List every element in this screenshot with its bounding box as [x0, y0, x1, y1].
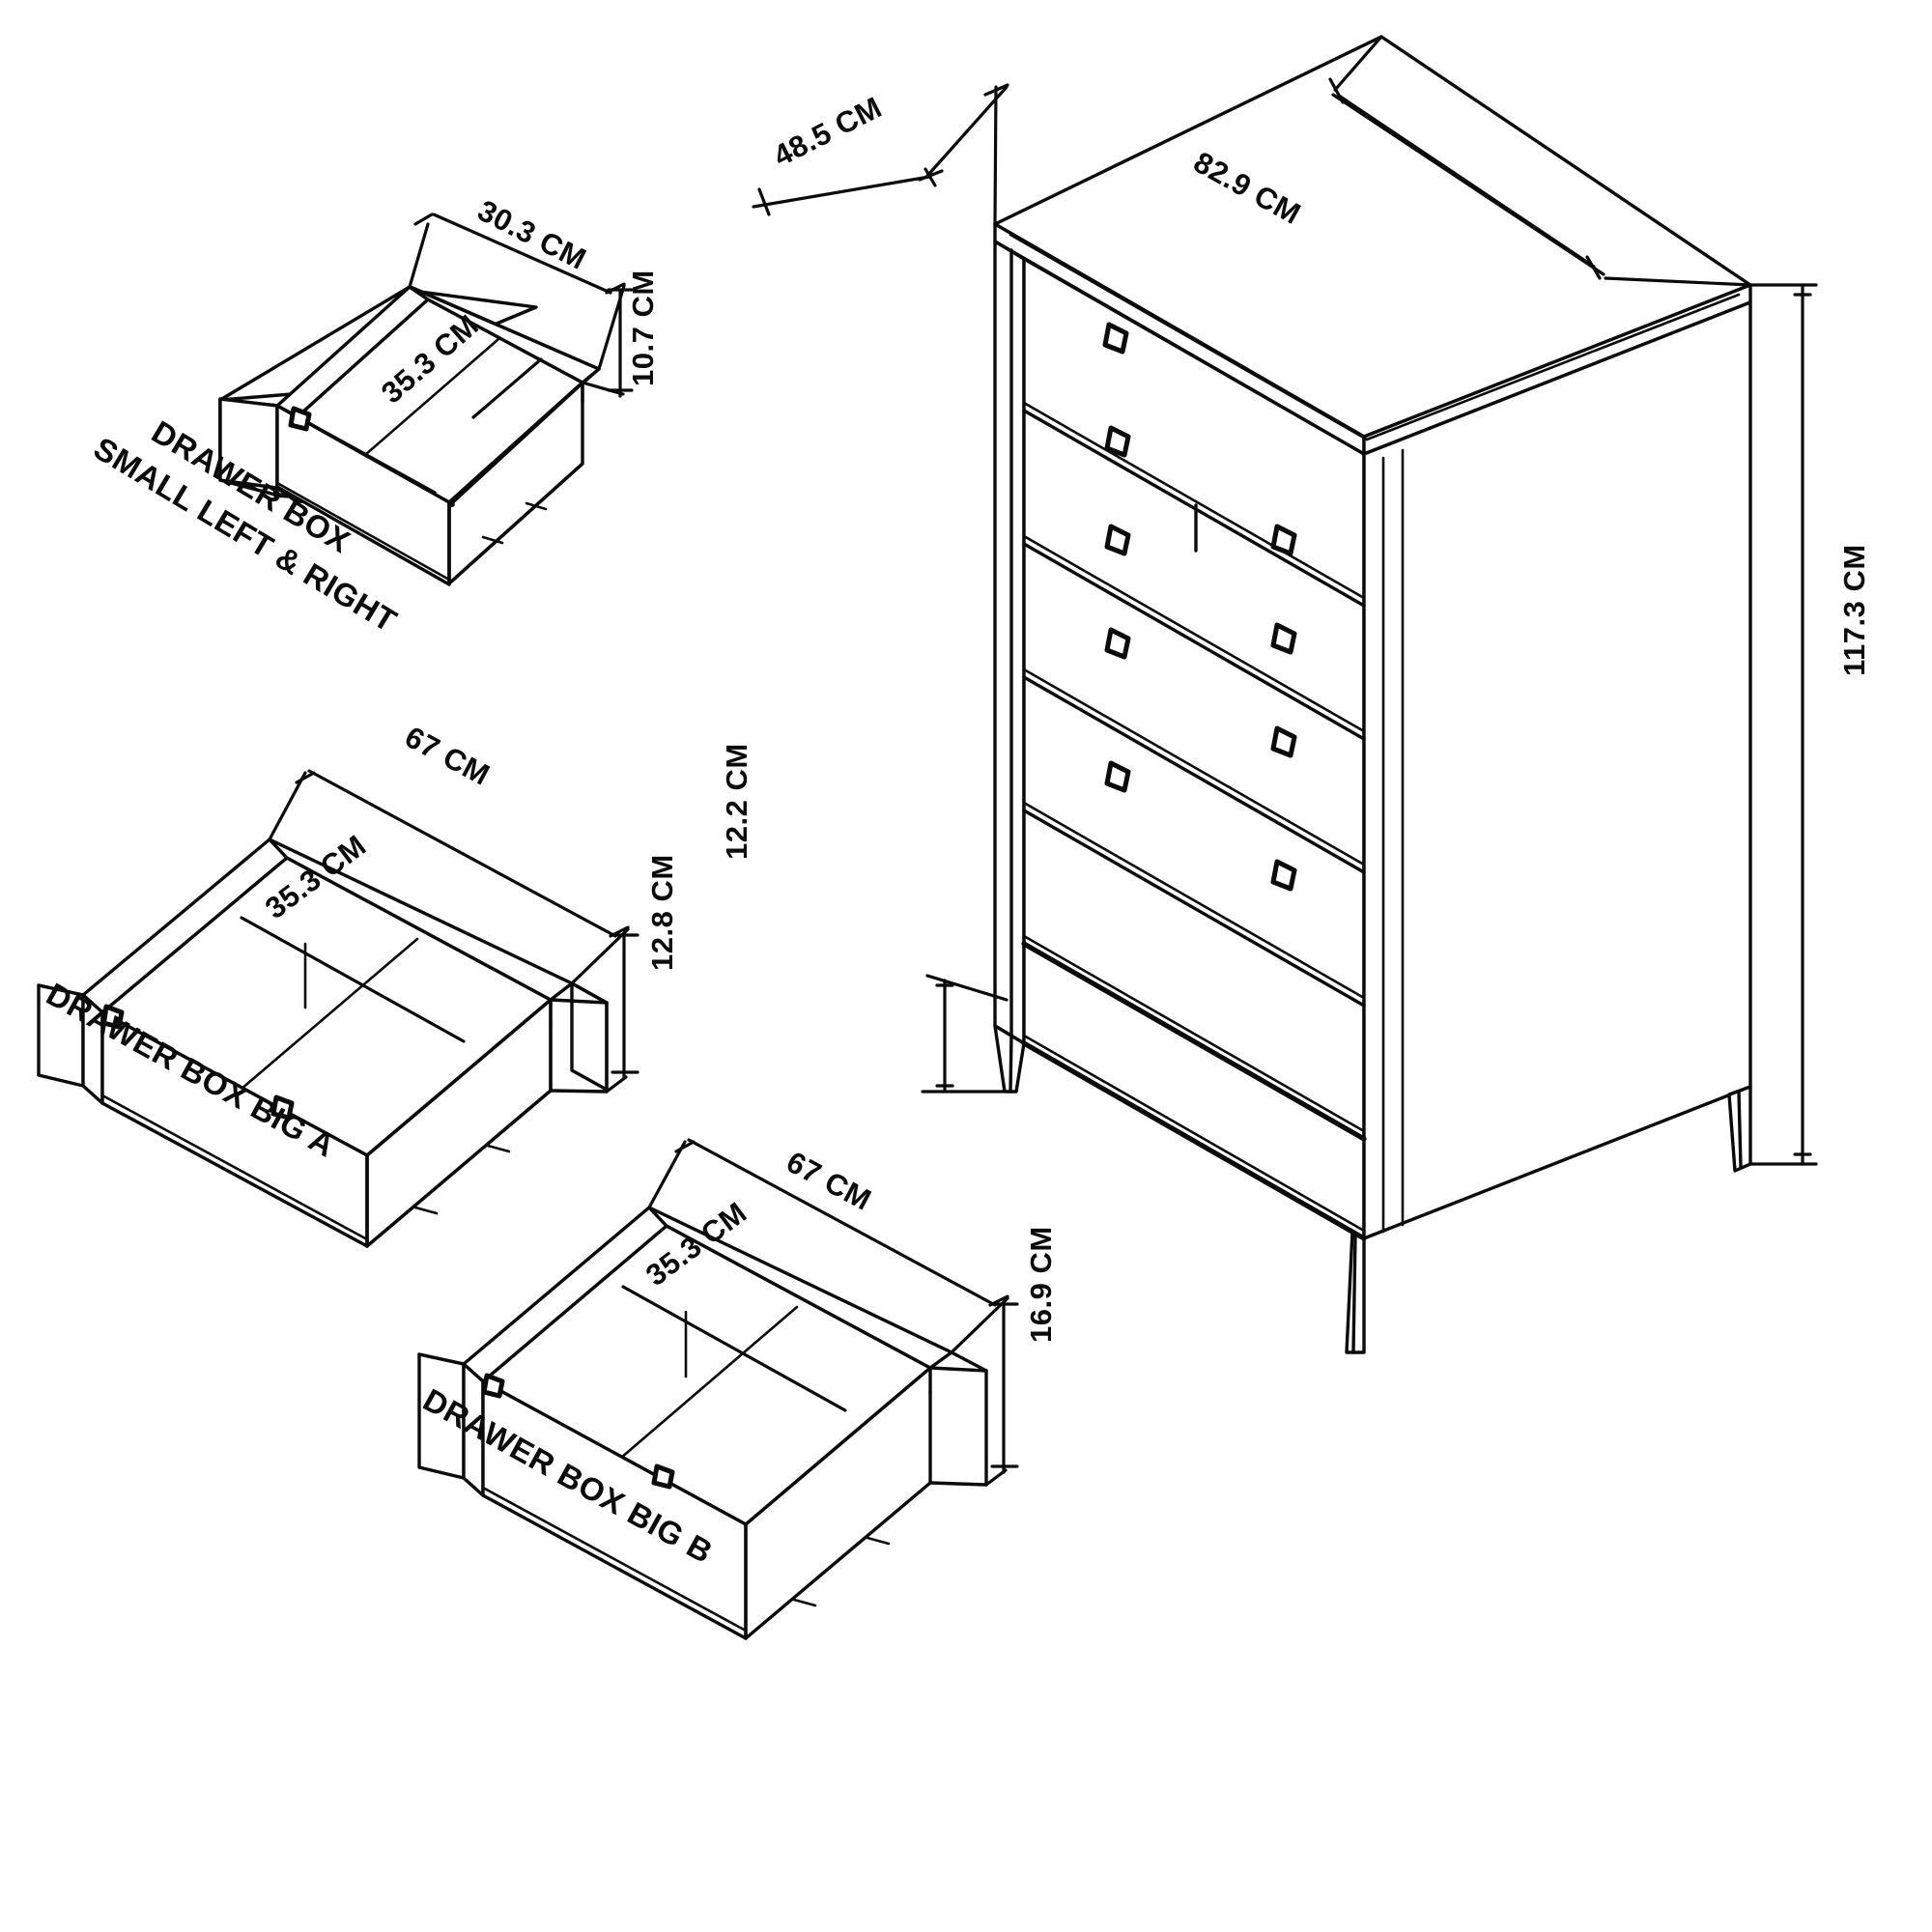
- big-b-height-label: 16.9 CM: [1024, 1226, 1058, 1343]
- small-drawer-height-label: 10.7 CM: [626, 270, 660, 386]
- part-small-left-right: [218, 285, 601, 586]
- chest-of-drawers: [993, 35, 1752, 1354]
- chest-height-label: 117.3 CM: [1837, 544, 1871, 676]
- chest-leg-height-label: 12.2 CM: [720, 743, 753, 860]
- big-a-height-label: 12.8 CM: [645, 854, 679, 971]
- dims-small-drawer: [408, 213, 634, 419]
- part-big-b: [417, 1206, 988, 1640]
- dims-big-a: [240, 769, 639, 1094]
- dims-big-b: [621, 1138, 1019, 1487]
- dims-chest: [752, 35, 1818, 1166]
- part-big-a: [37, 838, 609, 1248]
